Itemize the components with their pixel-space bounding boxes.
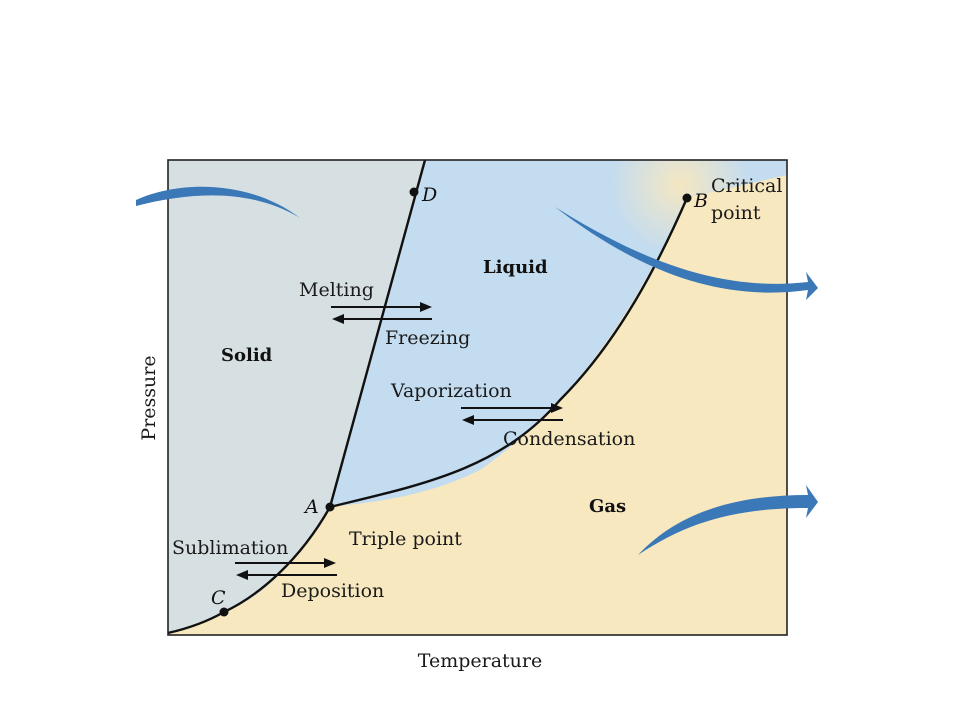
critical-glow: [600, 160, 787, 260]
point-a-label: A: [303, 496, 319, 518]
point-c-dot: [219, 607, 229, 617]
critical-point-label-line2: point: [711, 202, 761, 224]
x-axis-label: Temperature: [418, 650, 542, 672]
melting-arrow: [331, 302, 432, 312]
condensation-label: Condensation: [503, 428, 635, 450]
swoosh-arrow-bottom-right: [638, 485, 818, 555]
fusion-curve: [328, 160, 427, 508]
point-b-dot: [682, 193, 692, 203]
swoosh-arrow-left: [136, 186, 300, 218]
point-a-dot: [325, 502, 335, 512]
condensation-arrow: [462, 415, 563, 425]
deposition-label: Deposition: [281, 580, 384, 602]
vaporization-arrow: [461, 403, 563, 413]
deposition-arrow: [236, 570, 337, 580]
triple-point-label: Triple point: [349, 528, 462, 550]
swoosh-arrow-top-right: [555, 207, 818, 300]
solid-region-label: Solid: [221, 345, 273, 366]
critical-point-label-line1: Critical: [711, 175, 782, 197]
gas-region-label: Gas: [589, 496, 626, 517]
liquid-region: [330, 160, 787, 507]
y-axis-label: Pressure: [138, 355, 160, 440]
freezing-arrow: [332, 314, 432, 324]
point-d-dot: [409, 187, 419, 197]
point-b-label: B: [693, 190, 708, 212]
point-d-label: D: [421, 184, 437, 206]
freezing-label: Freezing: [385, 327, 470, 349]
sublimation-curve: [168, 506, 332, 635]
plot-frame: [167, 159, 788, 636]
liquid-region-label: Liquid: [483, 257, 548, 278]
solid-region: [168, 160, 425, 633]
vaporization-label: Vaporization: [390, 380, 512, 402]
sublimation-label: Sublimation: [172, 537, 288, 559]
sublimation-arrow: [235, 558, 336, 568]
point-c-label: C: [211, 587, 226, 609]
melting-label: Melting: [299, 279, 374, 301]
